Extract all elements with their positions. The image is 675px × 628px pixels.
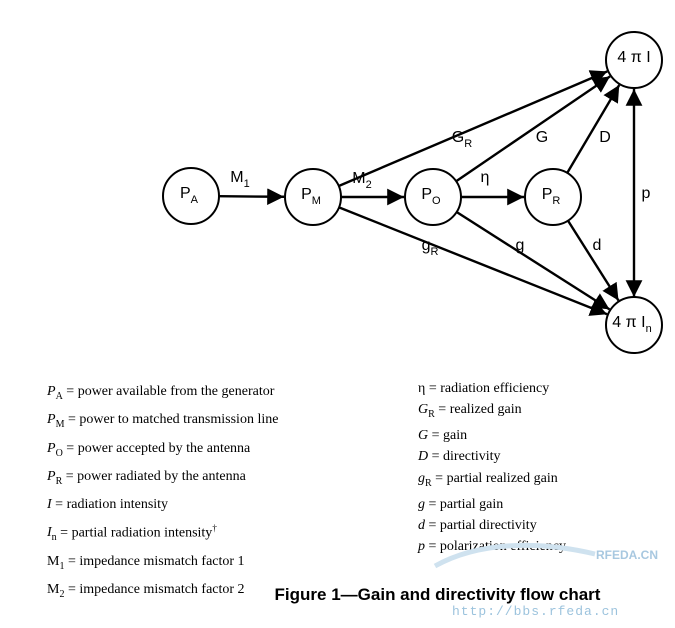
legend-symbol: PR — [47, 468, 63, 487]
legend-text: = partial realized gain — [431, 470, 558, 486]
flow-chart: M1 M2 η GR G DgR g d p PA PM PO PR 4 π I 4 π In — [162, 31, 663, 354]
legend-text: = partial gain — [425, 496, 504, 512]
edge-label-PA-PM: M1 — [230, 169, 249, 190]
legend-item: M1 = impedance mismatch factor 1 — [47, 550, 278, 578]
edge-label-PO-I4: G — [536, 129, 548, 146]
legend-text: = partial radiation intensity — [56, 525, 213, 541]
legend-text: = directivity — [428, 449, 501, 465]
legend-symbol: M1 — [47, 553, 65, 572]
legend-symbol: d — [418, 517, 425, 533]
legend-text: = radiation efficiency — [425, 381, 550, 396]
legend-text: = impedance mismatch factor 1 — [64, 553, 245, 569]
legend-item: PO = power accepted by the antenna — [47, 437, 278, 465]
edge-labels: M1 M2 η GR G DgR g d p — [230, 129, 650, 258]
legend-item: PR = power radiated by the antenna — [47, 465, 278, 493]
legend-item: I = radiation intensity — [47, 493, 278, 517]
legend-item: G = gain — [418, 425, 566, 446]
legend-text: = gain — [428, 428, 468, 444]
legend-symbol: In — [47, 525, 57, 544]
legend-text: = power accepted by the antenna — [62, 440, 251, 456]
legend-symbol: I — [47, 497, 52, 513]
edge-label-PO-PR: η — [481, 169, 490, 186]
legend-item: gR = partial realized gain — [418, 468, 566, 494]
legend-symbol: PA — [47, 384, 63, 402]
node-PO: PO — [404, 168, 462, 226]
legend-text: = power available from the generator — [62, 384, 275, 399]
legend-text: = realized gain — [434, 402, 522, 418]
edge-label-PM-In4: gR — [422, 237, 439, 258]
edge-PR-In4 — [566, 220, 620, 302]
legend-footnote-mark: † — [212, 522, 217, 533]
node-circle-PO — [404, 168, 462, 226]
node-circle-PM — [284, 168, 342, 226]
legend-item: GR = realized gain — [418, 399, 566, 425]
watermark-swoosh — [433, 542, 596, 569]
edge-PM-I4 — [338, 70, 608, 188]
node-circle-PR — [524, 168, 582, 226]
node-I4: 4 π I — [605, 31, 663, 89]
legend-text: = power radiated by the antenna — [62, 468, 246, 484]
legend-item: η = radiation efficiency — [418, 378, 566, 399]
watermark-url: http://bbs.rfeda.cn — [452, 604, 620, 619]
legend-item: d = partial directivity — [418, 515, 566, 536]
edge-label-PO-In4: g — [516, 237, 525, 254]
legend-symbol: p — [418, 539, 425, 555]
legend-symbol: gR — [418, 470, 432, 489]
legend-symbol: M2 — [47, 581, 65, 600]
figure-caption: Figure 1—Gain and directivity flow chart — [274, 585, 601, 604]
legend-symbol: PO — [47, 440, 63, 459]
legend-text: = power to matched transmission line — [64, 412, 279, 428]
node-label-In4: 4 π In — [612, 314, 651, 335]
legend-symbol: η — [418, 381, 426, 396]
node-label-I4: 4 π I — [617, 49, 650, 66]
legend-item: In = partial radiation intensity† — [47, 517, 278, 550]
edge-label-PR-I4: D — [599, 129, 611, 146]
node-label-PO: PO — [421, 186, 441, 207]
edge-PO-In4 — [455, 211, 611, 311]
node-label-PR: PR — [542, 186, 561, 207]
legend-symbol: PM — [47, 412, 65, 431]
legend-text: = partial directivity — [425, 517, 537, 533]
legend-text: = impedance mismatch factor 2 — [64, 581, 245, 597]
edges — [218, 70, 643, 316]
node-PM: PM — [284, 168, 342, 226]
legend-symbol: D — [418, 449, 429, 465]
legend-symbol: g — [418, 496, 425, 512]
edge-PO-I4 — [455, 75, 611, 183]
legend-item: PM = power to matched transmission line — [47, 408, 278, 436]
node-PR: PR — [524, 168, 582, 226]
legend-item: g = partial gain — [418, 494, 566, 515]
edge-label-In4-I4: p — [642, 185, 651, 202]
edge-PM-In4 — [338, 206, 608, 316]
legend-symbol: G — [418, 428, 429, 444]
edge-label-PM-I4: GR — [452, 129, 472, 150]
nodes: PA PM PO PR 4 π I 4 π In — [162, 31, 663, 354]
node-In4: 4 π In — [605, 296, 663, 354]
edge-label-PR-In4: d — [593, 237, 602, 254]
watermark-logo: RFEDA.CN — [596, 548, 658, 562]
node-circle-In4 — [605, 296, 663, 354]
legend-symbol: GR — [418, 402, 435, 420]
node-label-PA: PA — [180, 185, 199, 206]
edge-PR-I4 — [566, 84, 621, 174]
edge-PA-PM — [218, 188, 285, 206]
node-circle-I4 — [605, 31, 663, 89]
node-label-PM: PM — [301, 186, 321, 207]
legend-item: D = directivity — [418, 446, 566, 467]
node-PA: PA — [162, 167, 220, 225]
legend-text: = radiation intensity — [51, 497, 169, 513]
legend-item: PA = power available from the generator — [47, 380, 278, 408]
node-circle-PA — [162, 167, 220, 225]
legend-item: M2 = impedance mismatch factor 2 — [47, 578, 278, 606]
edge-label-PM-PO: M2 — [352, 170, 371, 191]
